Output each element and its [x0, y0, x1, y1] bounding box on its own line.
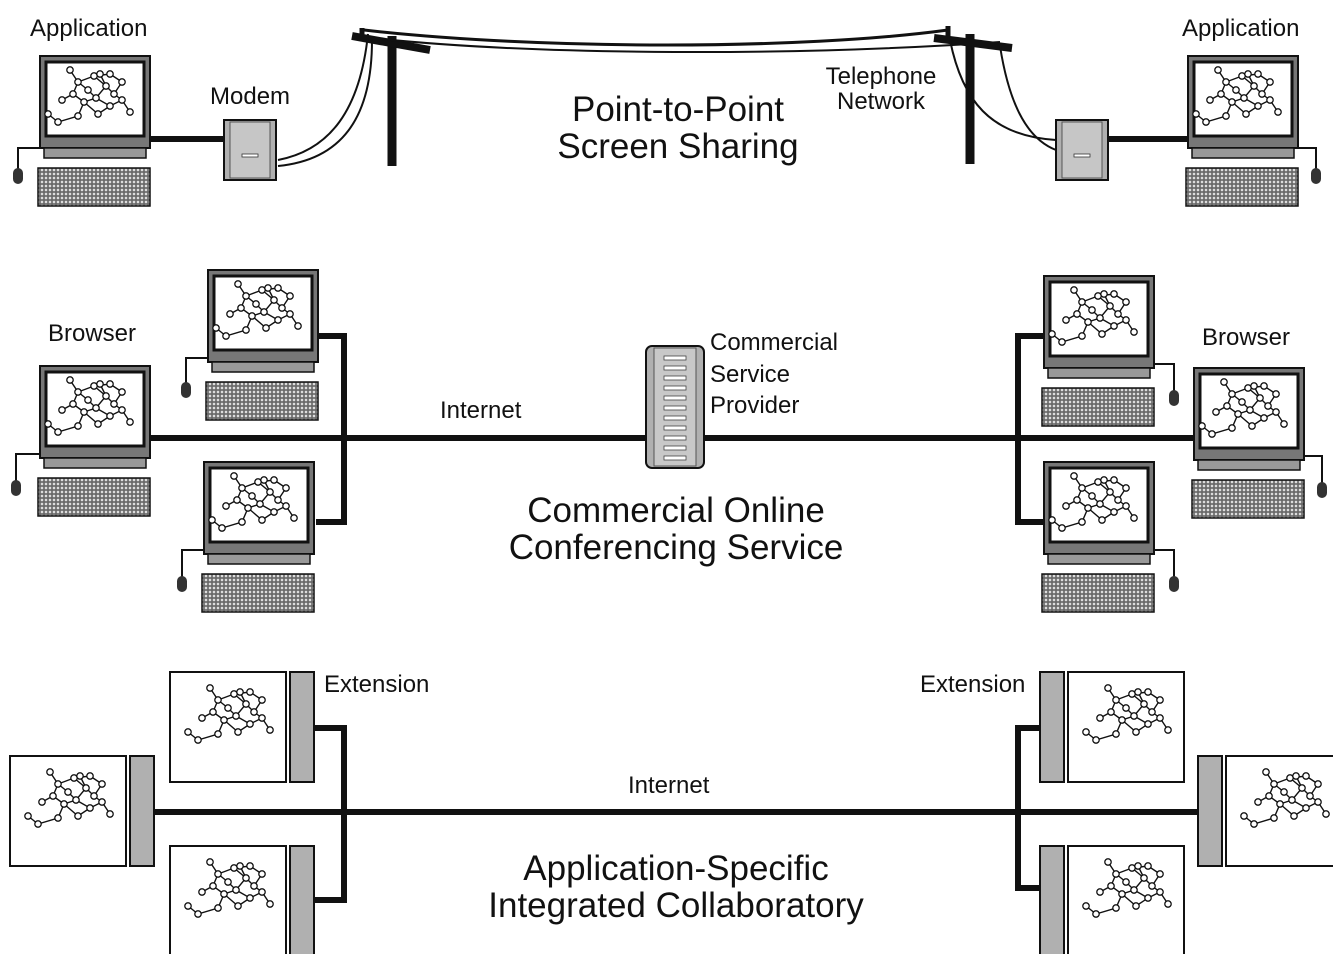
conferencing-title-line1: Commercial Online — [527, 491, 825, 530]
right-application-computer — [1186, 56, 1321, 206]
left-main-collab-window — [10, 755, 155, 867]
bottom-internet-label: Internet — [628, 772, 710, 799]
telephone-network-label: Telephone Network — [820, 63, 942, 116]
telephone-line — [363, 28, 949, 47]
left-upper-computer — [181, 270, 318, 420]
collaboratory-title: Application-Specific Integrated Collabor… — [456, 849, 896, 925]
provider-line3: Provider — [710, 392, 800, 420]
point-to-point-title-line2: Screen Sharing — [557, 126, 799, 166]
left-browser-computer — [11, 366, 150, 516]
service-provider-server — [645, 345, 705, 469]
right-browser-label: Browser — [1202, 324, 1291, 351]
point-to-point-panel — [13, 26, 1321, 206]
left-lower-computer — [177, 462, 314, 612]
right-main-collab-window — [1197, 755, 1333, 867]
right-browser-computer — [1192, 368, 1327, 518]
left-application-computer — [13, 56, 150, 206]
collaboratory-title-line2: Integrated Collaboratory — [488, 885, 864, 925]
right-lower-computer — [1042, 462, 1179, 612]
conferencing-service-panel — [11, 270, 1327, 612]
top-left-application-label: Application — [30, 15, 148, 42]
right-extension-label: Extension — [920, 671, 1026, 698]
top-right-application-label: Application — [1182, 15, 1300, 42]
network-label: Network — [836, 88, 926, 116]
service-provider-label: Commercial Service Provider — [710, 327, 838, 422]
right-upper-collab-window — [1039, 671, 1184, 783]
integrated-collaboratory-panel — [10, 671, 1333, 954]
left-upper-collab-window — [170, 671, 315, 783]
right-lower-collab-window — [1039, 845, 1184, 954]
left-extension-label: Extension — [324, 671, 430, 698]
left-browser-label: Browser — [48, 320, 137, 347]
left-modem — [223, 119, 277, 181]
right-modem — [1055, 119, 1109, 181]
conferencing-title-line2: Conferencing Service — [508, 527, 844, 567]
point-to-point-title-line1: Point-to-Point — [571, 90, 785, 129]
telephone-label: Telephone — [825, 63, 937, 90]
provider-line2: Service — [710, 360, 791, 388]
conferencing-service-title: Commercial Online Conferencing Service — [476, 491, 876, 567]
left-lower-collab-window — [170, 845, 315, 954]
right-upper-computer — [1042, 276, 1179, 426]
right-telephone-pole — [933, 26, 1013, 164]
middle-internet-label: Internet — [440, 397, 522, 424]
collaboratory-title-line1: Application-Specific — [523, 849, 829, 888]
provider-line1: Commercial — [710, 329, 839, 356]
point-to-point-title: Point-to-Point Screen Sharing — [528, 90, 828, 166]
left-telephone-pole — [351, 28, 431, 166]
modem-label: Modem — [210, 83, 291, 110]
